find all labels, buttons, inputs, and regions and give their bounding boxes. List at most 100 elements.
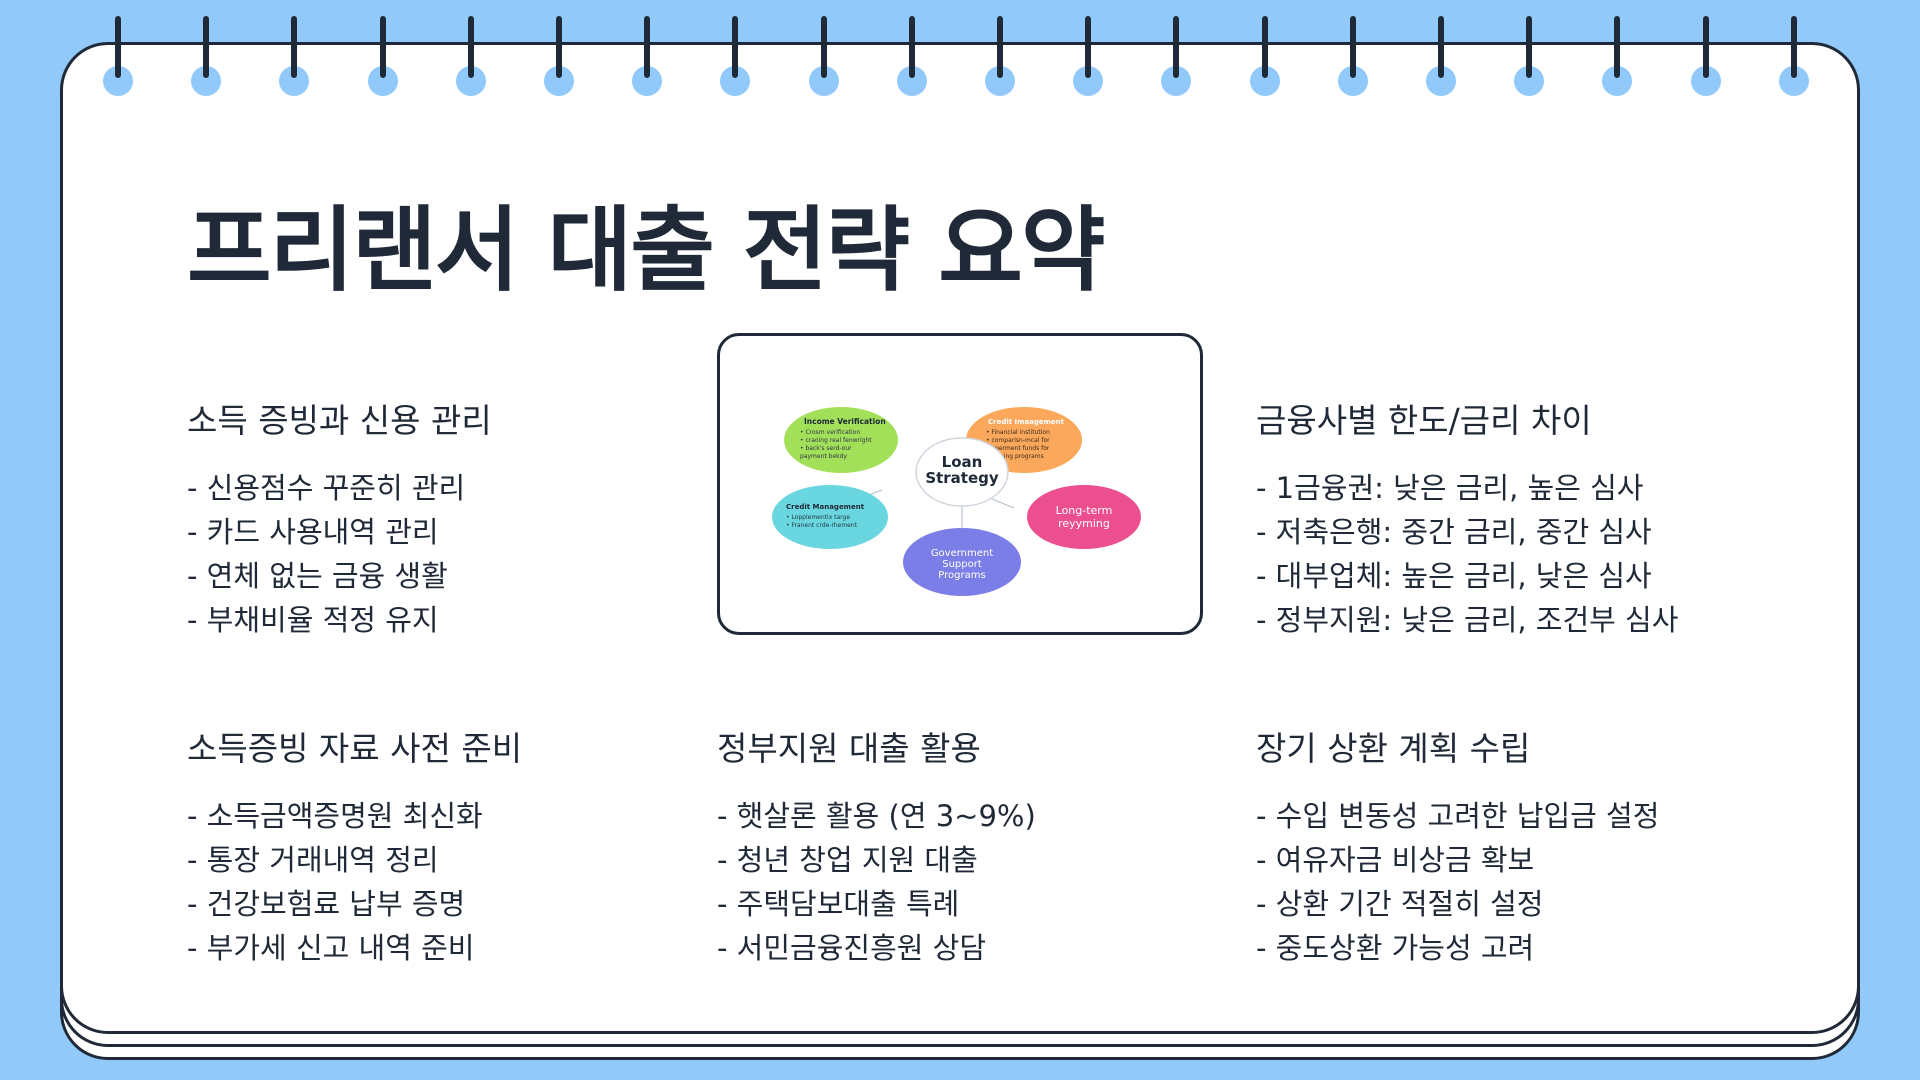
list-item: - 통장 거래내역 정리 bbox=[187, 843, 439, 877]
node-line: • comparisn-mcal for bbox=[986, 437, 1050, 444]
binding-ring bbox=[1690, 16, 1721, 96]
binding-ring bbox=[1073, 16, 1104, 96]
node-line: • Lopplementix targe bbox=[786, 514, 850, 521]
binding-ring bbox=[1602, 16, 1633, 96]
node-line: • craoing real fenwright bbox=[800, 437, 872, 444]
list-item: - 수입 변동성 고려한 납입금 설정 bbox=[1256, 799, 1660, 833]
node-shape bbox=[903, 528, 1021, 596]
binding-wire bbox=[291, 16, 298, 78]
node-shape bbox=[1027, 485, 1141, 549]
list-item: - 청년 창업 지원 대출 bbox=[717, 843, 978, 877]
section-heading: 금융사별 한도/금리 차이 bbox=[1256, 401, 1592, 440]
list-item: - 소득금액증명원 최신화 bbox=[187, 799, 483, 833]
node-government-support: Government Support Programs bbox=[903, 528, 1021, 596]
bullet-list: - 1금융권: 낮은 금리, 높은 심사 - 저축은행: 중간 금리, 중간 심… bbox=[1256, 466, 1776, 642]
section-lenders: 금융사별 한도/금리 차이 - 1금융권: 낮은 금리, 높은 심사 - 저축은… bbox=[1256, 394, 1776, 642]
bullet-list: - 신용점수 꾸준히 관리 - 카드 사용내역 관리 - 연체 없는 금융 생활… bbox=[187, 466, 707, 642]
section-heading: 소득 증빙과 신용 관리 bbox=[187, 401, 492, 440]
binding-wire bbox=[1438, 16, 1444, 78]
node-shape bbox=[772, 485, 888, 549]
binding-wire bbox=[908, 16, 915, 78]
list-item: - 신용점수 꾸준히 관리 bbox=[187, 471, 466, 505]
list-item: - 상환 기간 적절히 설정 bbox=[1256, 887, 1544, 921]
binding-wire bbox=[644, 16, 651, 78]
list-item: - 연체 없는 금융 생활 bbox=[187, 559, 448, 593]
binding-wire bbox=[467, 16, 474, 78]
list-item: - 서민금융진흥원 상담 bbox=[717, 931, 987, 965]
binding-wire bbox=[1790, 16, 1797, 78]
node-line: • Franent crde-rhement bbox=[786, 522, 858, 529]
node-line: • Crosm verification bbox=[800, 429, 860, 436]
section-repayment: 장기 상환 계획 수립 - 수입 변동성 고려한 납입금 설정 - 여유자금 비… bbox=[1256, 722, 1776, 970]
binding-ring bbox=[1778, 16, 1809, 96]
bullet-list: - 소득금액증명원 최신화 - 통장 거래내역 정리 - 건강보험료 납부 증명… bbox=[187, 794, 707, 970]
list-item: - 건강보험료 납부 증명 bbox=[187, 887, 466, 921]
binding-ring bbox=[279, 16, 310, 96]
binding-wire bbox=[203, 16, 210, 78]
binding-ring bbox=[896, 16, 927, 96]
binding-wire bbox=[732, 16, 739, 78]
binding-wire bbox=[556, 16, 562, 78]
binding-ring bbox=[632, 16, 663, 96]
list-item: - 중도상환 가능성 고려 bbox=[1256, 931, 1535, 965]
binding-ring bbox=[985, 16, 1015, 96]
binding-wire bbox=[1702, 16, 1709, 78]
binding-ring bbox=[455, 16, 486, 96]
list-item: - 저축은행: 중간 금리, 중간 심사 bbox=[1256, 515, 1652, 549]
list-item: - 부채비율 적정 유지 bbox=[187, 603, 439, 637]
binding-wire bbox=[1614, 16, 1621, 78]
node-line: • back's serd-our bbox=[800, 445, 852, 452]
bullet-list: - 수입 변동성 고려한 납입금 설정 - 여유자금 비상금 확보 - 상환 기… bbox=[1256, 794, 1776, 970]
binding-wire bbox=[1261, 16, 1268, 78]
node-line: • operment funds for bbox=[986, 445, 1050, 452]
node-line: reyyming bbox=[1058, 517, 1110, 530]
section-heading: 장기 상환 계획 수립 bbox=[1256, 729, 1531, 768]
node-credit-management: Credit Management • Lopplementix targe •… bbox=[772, 485, 888, 549]
list-item: - 대부업체: 높은 금리, 낮은 심사 bbox=[1256, 559, 1652, 593]
binding-wire bbox=[1526, 16, 1533, 78]
list-item: - 햇살론 활용 (연 3~9%) bbox=[717, 799, 1036, 833]
binding-ring bbox=[191, 16, 222, 96]
list-item: - 부가세 신고 내역 준비 bbox=[187, 931, 475, 965]
diagram-svg: Income Verification • Crosm verification… bbox=[772, 407, 1141, 596]
binding-ring bbox=[103, 16, 133, 96]
section-heading: 정부지원 대출 활용 bbox=[717, 729, 981, 768]
node-line: Long-term bbox=[1056, 504, 1113, 517]
binding-wire bbox=[1173, 16, 1180, 78]
bullet-list: - 햇살론 활용 (연 3~9%) - 청년 창업 지원 대출 - 주택담보대출… bbox=[717, 794, 1237, 970]
binding-wire bbox=[1085, 16, 1092, 78]
center-label: Loan bbox=[942, 453, 983, 471]
section-credit: 소득 증빙과 신용 관리 - 신용점수 꾸준히 관리 - 카드 사용내역 관리 … bbox=[187, 394, 707, 642]
node-title: Credit Management bbox=[786, 503, 865, 511]
binding-wire bbox=[997, 16, 1003, 78]
center-label: Strategy bbox=[925, 469, 999, 487]
binding-ring bbox=[544, 16, 574, 96]
binding-wire bbox=[820, 16, 827, 78]
node-title: Income Verification bbox=[804, 417, 886, 426]
node-line: payment bekdy bbox=[800, 453, 847, 460]
node-line: treyming programs bbox=[986, 453, 1044, 460]
node-long-term: Long-term reyyming bbox=[1027, 485, 1141, 549]
node-center: Loan Strategy bbox=[915, 437, 1009, 507]
spiral-binding bbox=[103, 16, 1823, 96]
binding-ring bbox=[1426, 16, 1456, 96]
section-heading: 소득증빙 자료 사전 준비 bbox=[187, 729, 523, 768]
node-income-verification: Income Verification • Crosm verification… bbox=[784, 407, 898, 473]
binding-wire bbox=[115, 16, 121, 78]
binding-ring bbox=[1161, 16, 1192, 96]
list-item: - 정부지원: 낮은 금리, 조건부 심사 bbox=[1256, 603, 1679, 637]
list-item: - 여유자금 비상금 확보 bbox=[1256, 843, 1535, 877]
list-item: - 카드 사용내역 관리 bbox=[187, 515, 439, 549]
list-item: - 주택담보대출 특례 bbox=[717, 887, 960, 921]
binding-ring bbox=[720, 16, 751, 96]
binding-ring bbox=[1514, 16, 1545, 96]
binding-wire bbox=[379, 16, 386, 78]
section-government: 정부지원 대출 활용 - 햇살론 활용 (연 3~9%) - 청년 창업 지원 … bbox=[717, 722, 1237, 970]
node-line: Government bbox=[931, 548, 993, 559]
node-shape bbox=[915, 437, 1009, 507]
node-line: Programs bbox=[938, 570, 985, 581]
binding-ring bbox=[808, 16, 839, 96]
node-title: Credit Imaagement bbox=[988, 418, 1065, 426]
node-shape bbox=[784, 407, 898, 473]
binding-ring bbox=[1249, 16, 1280, 96]
